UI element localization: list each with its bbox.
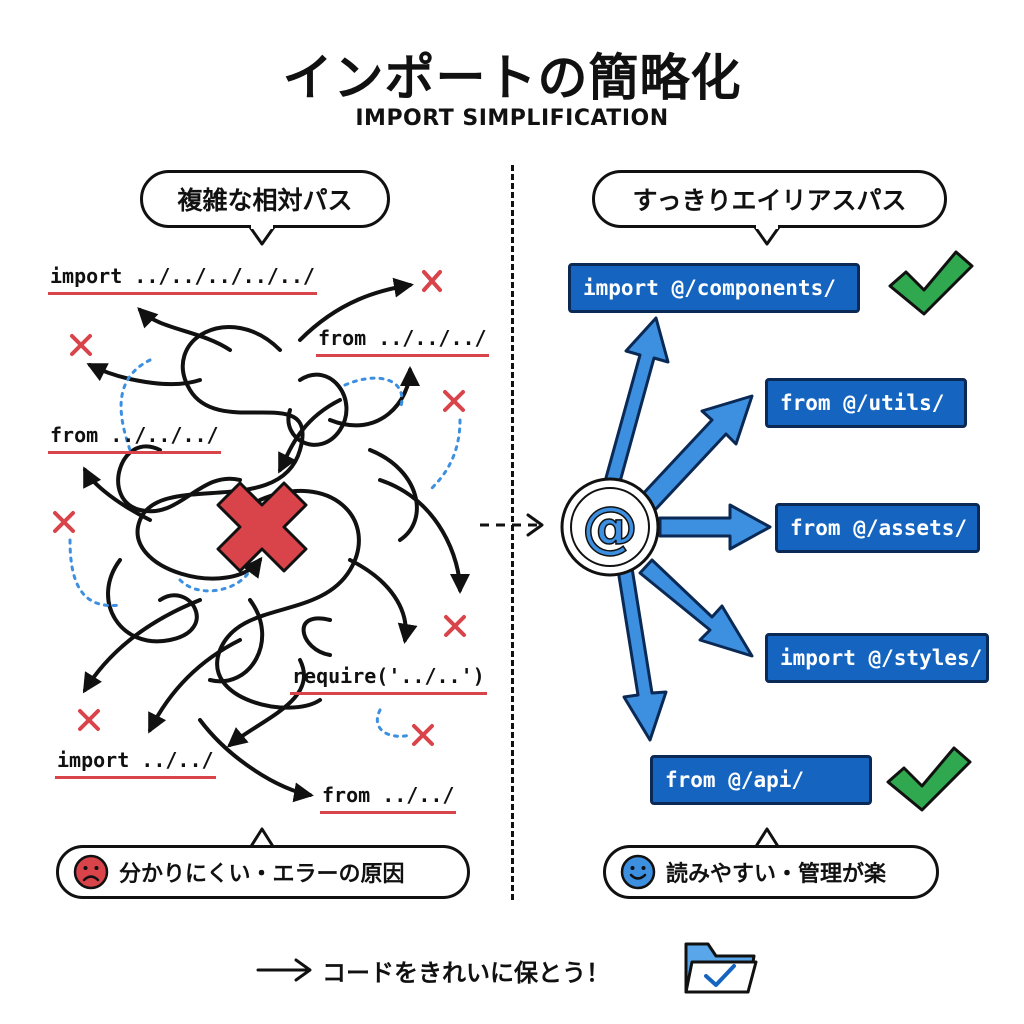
arrow-right-icon	[256, 958, 312, 982]
folder-check-icon	[684, 942, 758, 994]
smile-face-icon	[620, 854, 656, 890]
alias-hub-symbol: @	[582, 495, 638, 560]
cross-icon	[53, 511, 75, 533]
footer: コードをきれいに保とう！	[250, 950, 770, 990]
page-title: インポートの簡略化	[282, 49, 742, 107]
page-subtitle: IMPORT SIMPLIFICATION	[355, 106, 669, 131]
old-path-import-1: import ../../../../../	[48, 264, 317, 295]
alias-path-api: from @/api/	[650, 755, 872, 805]
cross-icon	[443, 390, 465, 412]
transition-arrow	[480, 513, 544, 537]
sad-face-icon	[73, 854, 109, 890]
footer-text: コードをきれいに保とう！	[322, 958, 610, 987]
old-path-require: require('../..')	[290, 664, 487, 695]
old-path-from-3: from ../../	[320, 783, 457, 814]
blue-dotted-paths	[68, 358, 462, 738]
old-path-from-1: from ../../../	[316, 326, 489, 357]
cross-icon	[78, 709, 100, 731]
left-caption-text: 分かりにくい・エラーの原因	[119, 862, 405, 887]
alias-path-assets: from @/assets/	[775, 503, 980, 553]
old-path-import-2: import ../../	[55, 748, 216, 779]
right-caption-bubble: 読みやすい・管理が楽	[603, 845, 939, 899]
alias-path-utils: from @/utils/	[765, 378, 967, 428]
left-label-text: 複雑な相対パス	[177, 186, 353, 215]
cross-icon	[70, 334, 92, 356]
bubble-tails	[248, 224, 781, 849]
right-label-text: すっきりエイリアスパス	[632, 186, 907, 215]
cross-icons	[53, 270, 466, 746]
old-path-from-2: from ../../../	[48, 423, 221, 454]
alias-arrows	[602, 316, 772, 742]
left-caption-bubble: 分かりにくい・エラーの原因	[56, 845, 470, 899]
check-icon	[886, 746, 972, 812]
cross-icon	[412, 724, 434, 746]
center-divider	[511, 165, 514, 900]
alias-hub: @	[560, 477, 660, 577]
big-cross-icon	[216, 481, 308, 573]
check-icon	[888, 250, 974, 316]
alias-path-components: import @/components/	[568, 263, 860, 313]
cross-icon	[444, 615, 466, 637]
cross-icon	[422, 270, 442, 292]
alias-path-styles: import @/styles/	[765, 633, 989, 683]
right-caption-text: 読みやすい・管理が楽	[666, 862, 887, 887]
